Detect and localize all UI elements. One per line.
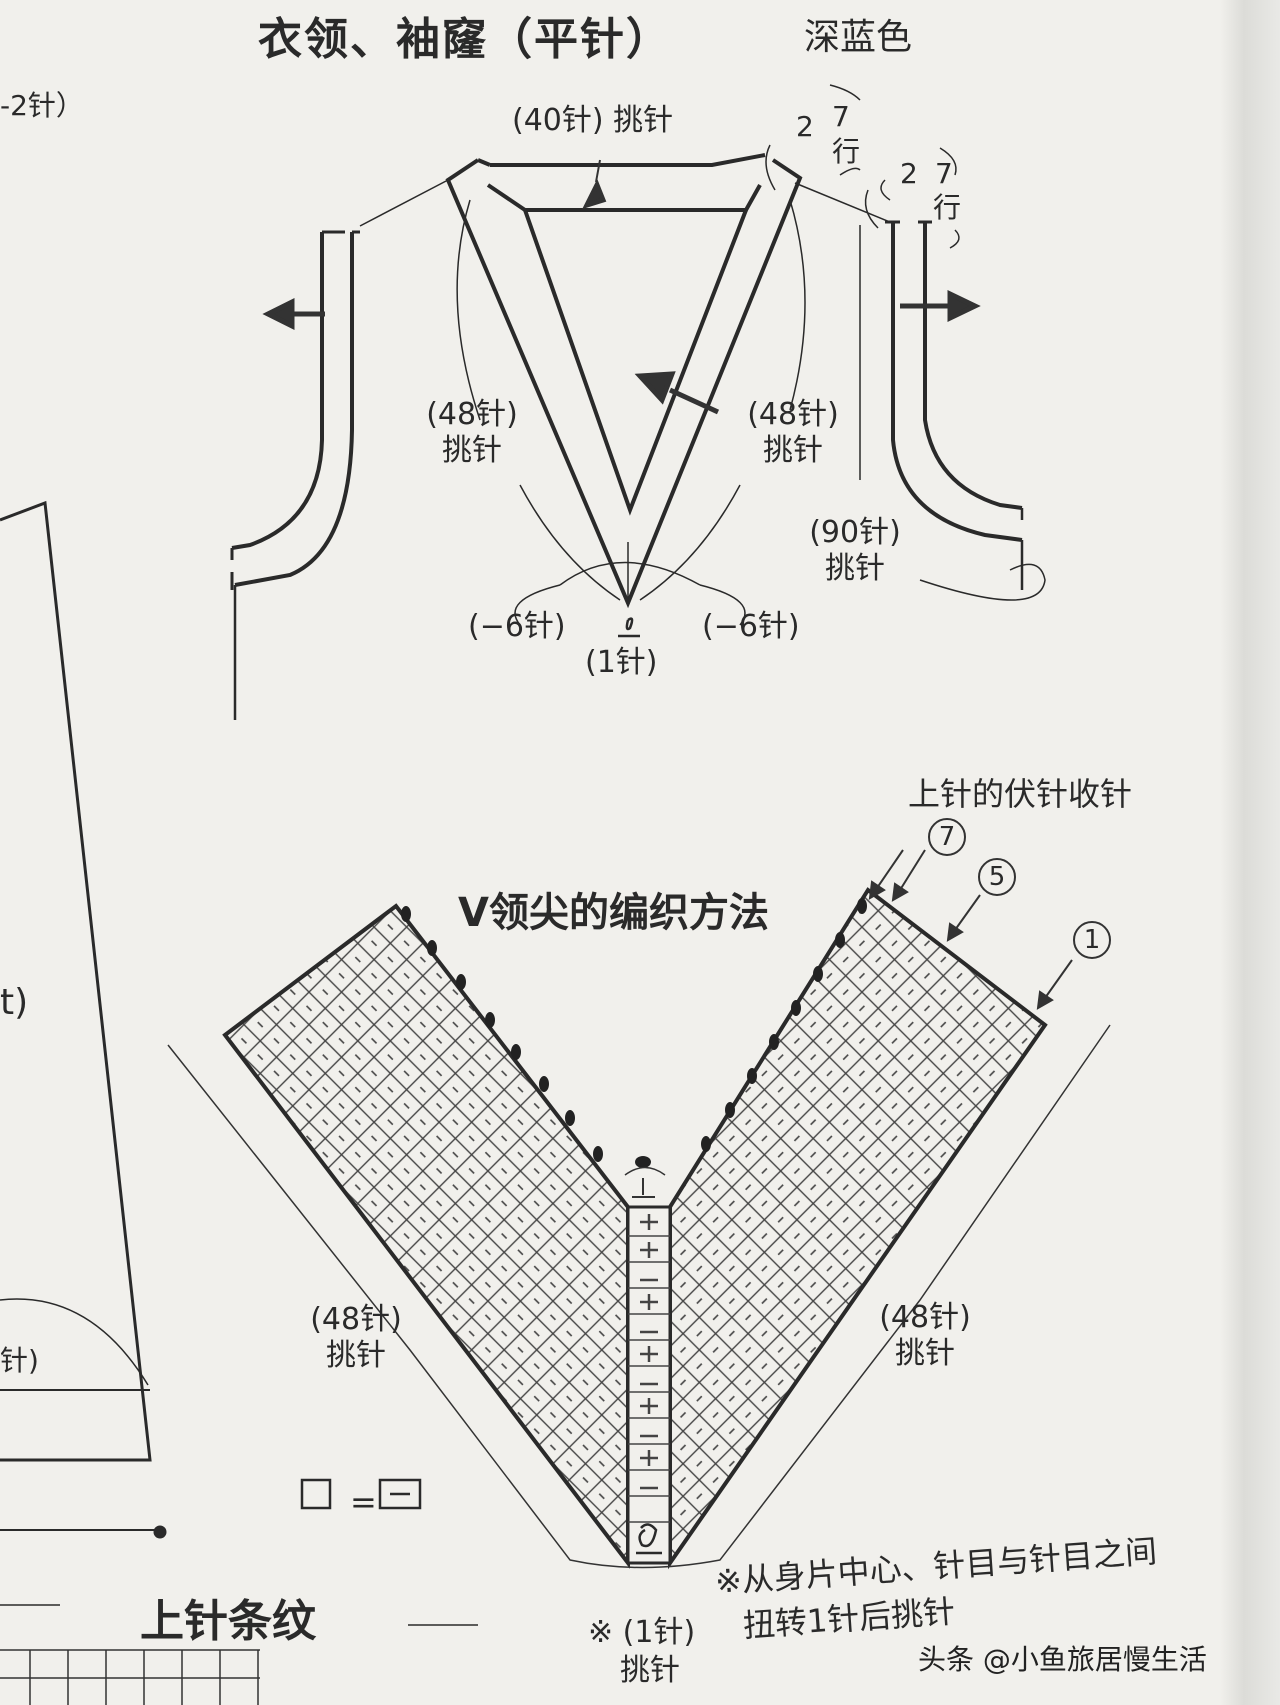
partial-label-bottom-left: 针) <box>0 1344 39 1377</box>
chart-right-pickup-label: (48针) 挑针 <box>860 1303 990 1369</box>
direction-arrows <box>262 159 981 415</box>
shoulder-num-2a: 2 <box>796 110 814 143</box>
center-pickup-count: ※ (1针) <box>588 1615 696 1650</box>
v-neck-chart-title: V领尖的编织方法 <box>458 890 769 936</box>
purl-stripe-title: 上针条纹 <box>140 1596 316 1647</box>
bind-off-dots-right <box>701 898 867 1152</box>
chart-right-pickup-word: 挑针 <box>895 1336 955 1371</box>
right-neck-pickup-label: (48针) 挑针 <box>728 400 858 466</box>
v-neck-chart <box>167 849 1111 1570</box>
purl-cell-symbol <box>378 1478 422 1510</box>
left-neck-count: (48针) <box>426 397 518 432</box>
color-note: 深蓝色 <box>804 17 913 58</box>
shoulder-num-7b: 7 <box>935 157 953 190</box>
shoulder-row-a: 行 <box>832 135 861 168</box>
armhole-pickup-word: 挑针 <box>825 551 885 586</box>
page-edge-shadow <box>1220 0 1280 1705</box>
right-neck-count: (48针) <box>747 397 839 432</box>
row-5-marker: 5 <box>978 858 1016 896</box>
left-neck-pickup-label: (48针) 挑针 <box>412 400 532 466</box>
chart-left-pickup-label: (48针) 挑针 <box>296 1305 416 1371</box>
armhole-count: (90针) <box>809 515 901 550</box>
stripe-grid-partial <box>0 1649 260 1705</box>
right-decrease-label: (−6针) <box>702 609 800 644</box>
right-neck-pickup-word: 挑针 <box>763 433 823 468</box>
bind-off-dots-left <box>401 906 603 1162</box>
blank-cell-symbol <box>300 1478 332 1510</box>
center-pickup-word: 挑针 <box>620 1653 680 1688</box>
legend-equals: = <box>350 1483 377 1521</box>
chart-right-count: (48针) <box>879 1300 971 1335</box>
page-title: 衣领、袖窿（平针） <box>258 14 672 65</box>
center-stitch-label: (1针) <box>585 645 658 680</box>
partial-label-mid-left: t) <box>0 982 29 1023</box>
row-1-marker: 1 <box>1073 921 1111 959</box>
shoulder-row-b: 行 <box>933 191 962 224</box>
back-neck-pickup-label: (40针) 挑针 <box>512 103 674 138</box>
center-stitch-mark <box>618 542 640 638</box>
bind-off-note: 上针的伏针收针 <box>908 775 1133 813</box>
left-decrease-label: (−6针) <box>468 609 566 644</box>
left-neck-pickup-word: 挑针 <box>442 433 502 468</box>
watermark: 头条 @小鱼旅居慢生活 <box>918 1643 1207 1676</box>
partial-label-top-left: -2针） <box>0 89 84 122</box>
shoulder-num-2b: 2 <box>900 157 918 190</box>
left-body-piece <box>0 500 478 1626</box>
shoulder-num-7a: 7 <box>832 100 850 133</box>
pickup-arcs <box>456 84 1046 626</box>
row-7-marker: 7 <box>928 818 966 856</box>
chart-left-pickup-word: 挑针 <box>326 1338 386 1373</box>
armhole-pickup-label: (90针) 挑针 <box>790 518 920 584</box>
chart-left-count: (48针) <box>310 1302 402 1337</box>
legend-symbol <box>300 1478 422 1510</box>
vest-outline <box>230 153 1024 720</box>
